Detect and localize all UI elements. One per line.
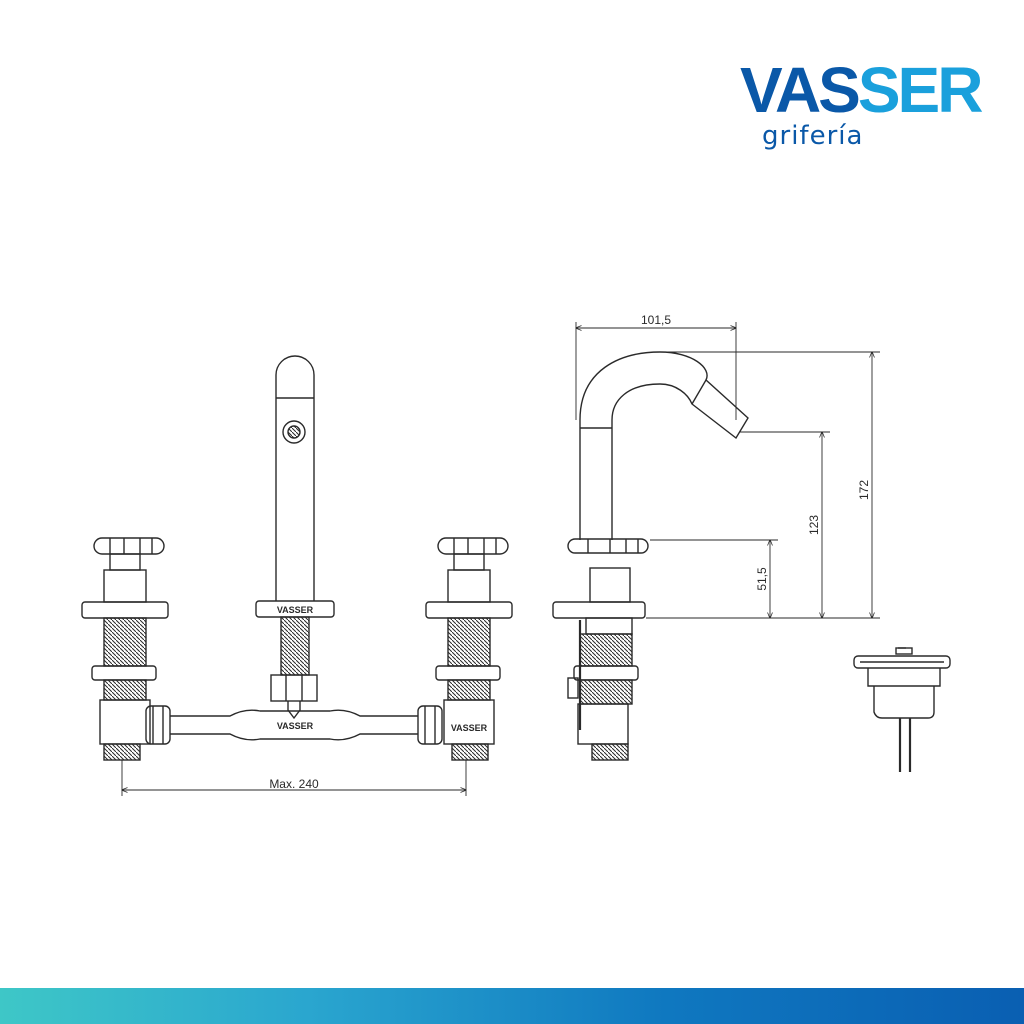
right-cross-handle [437, 537, 509, 555]
spout-nut [270, 674, 318, 702]
brand-subtitle: grifería [762, 121, 864, 151]
side-view: 101,5 172 123 51,5 [552, 313, 880, 761]
handle-height-label: 51,5 [755, 567, 769, 591]
front-spout: VASSER [255, 355, 335, 720]
front-right-valve: VASSER [425, 537, 513, 761]
front-view: VASSER [81, 355, 513, 796]
brand-part-2: SER [857, 54, 984, 126]
pipe-mark: VASSER [277, 721, 314, 731]
footer-gradient-band [0, 988, 1024, 1024]
base-mark: VASSER [277, 605, 314, 615]
front-left-valve [81, 537, 169, 761]
aerator [282, 420, 306, 444]
side-spout [579, 351, 749, 540]
total-height-label: 172 [857, 480, 871, 500]
brand-part-1: VAS [740, 54, 861, 126]
spout-height-label: 123 [807, 515, 821, 535]
drain-view [853, 647, 951, 772]
width-dimension-label: Max. 240 [269, 777, 319, 791]
side-handle [552, 538, 649, 761]
spout-thread [280, 616, 310, 676]
side-dimensions [576, 322, 880, 618]
reach-dimension-label: 101,5 [641, 313, 671, 327]
left-cross-handle [93, 537, 165, 555]
width-dimension [122, 760, 466, 796]
brand-wordmark: VASSER [740, 54, 984, 126]
vasser-logo: VASSER grifería [740, 54, 984, 155]
connecting-pipe: VASSER [145, 705, 443, 745]
valve-mark: VASSER [451, 723, 488, 733]
